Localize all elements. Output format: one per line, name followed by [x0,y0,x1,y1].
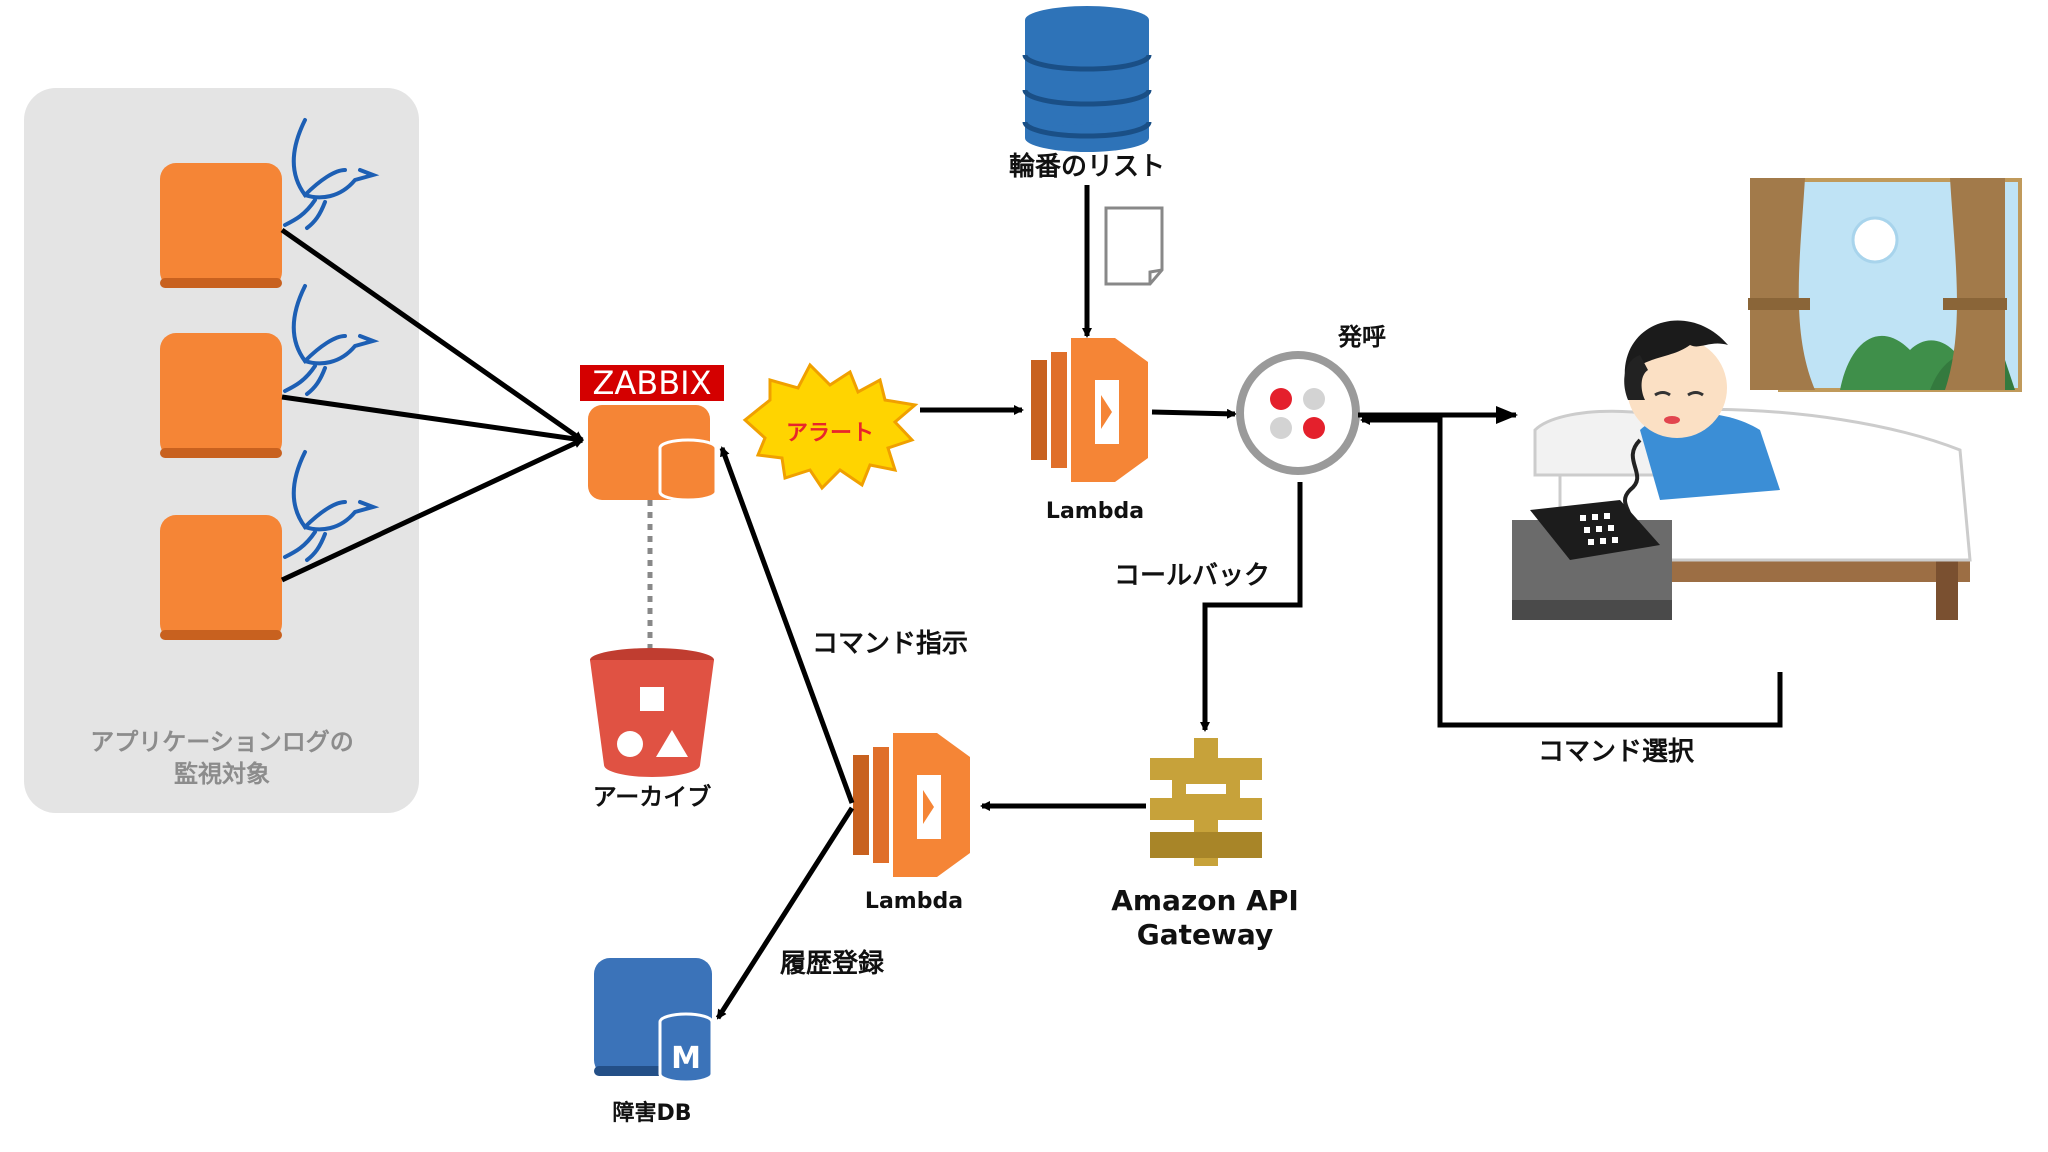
api-gateway-icon [1150,738,1262,866]
command-select-line [1360,415,1783,728]
lambda-to-twilio-arrow [1151,408,1237,419]
lambda-bottom-label: Lambda [865,889,963,914]
bird-icon [283,450,380,562]
history-label: 履歴登録 [780,948,885,979]
group-label-line1: アプリケーションログの [90,728,354,756]
bird-icon [283,118,380,230]
incident-db-label: 障害DB [612,1100,691,1126]
monitored-targets-group: アプリケーションログの 監視対象 [24,88,419,813]
call-label: 発呼 [1337,323,1386,351]
alert-label: アラート [786,421,874,446]
alert-burst: アラート [742,362,919,491]
api-gateway-label-line2: Gateway [1137,918,1273,951]
bird-icon [283,284,380,396]
ec2-instance-2 [160,333,282,458]
dynamodb-icon [1022,6,1152,152]
group-label-line2: 監視対象 [174,760,270,788]
s3-bucket-icon [590,648,714,777]
ec2-instance-1 [160,163,282,288]
callback-line [1200,482,1303,732]
command-instruct-label: コマンド指示 [812,629,968,659]
lambda-top-label: Lambda [1046,499,1144,524]
zabbix-label: ZABBIX [592,364,711,402]
document-icon [1104,206,1164,286]
command-select-label: コマンド選択 [1538,737,1695,767]
ec2-instance-3 [160,515,282,640]
person-on-phone-illustration [1512,178,2022,620]
api-gateway-label-line1: Amazon API [1111,884,1299,917]
rds-icon: M [594,958,714,1084]
history-arrow [715,806,855,1020]
rds-badge: M [671,1041,701,1076]
rotation-list-label: 輪番のリスト [1009,151,1165,182]
lambda-icon [853,733,970,877]
callback-label: コールバック [1114,561,1270,591]
twilio-icon [1236,351,1360,475]
lambda-icon [1031,338,1148,482]
archive-label: アーカイブ [593,783,712,811]
command-instruct-arrow [719,446,855,804]
instance-to-zabbix-arrows [280,227,584,583]
zabbix-server: ZABBIX [580,364,724,502]
